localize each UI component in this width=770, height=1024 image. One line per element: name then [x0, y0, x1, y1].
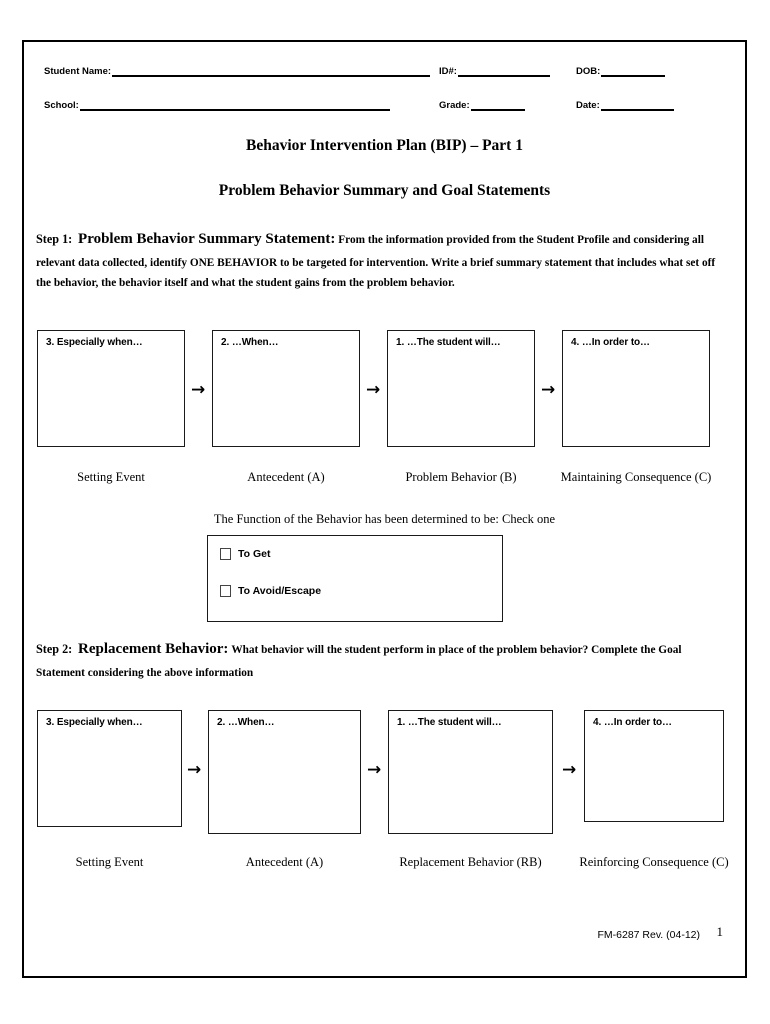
date-field[interactable]: Date:	[576, 98, 696, 111]
checkbox-label-to-get: To Get	[238, 548, 271, 560]
student-name-label: Student Name:	[44, 66, 112, 77]
page-subtitle: Problem Behavior Summary and Goal Statem…	[218, 182, 551, 199]
date-label: Date:	[576, 100, 600, 111]
arrow-right-icon: →	[367, 760, 382, 780]
checkbox-to-get[interactable]	[220, 548, 231, 560]
flow-box-prompt: 1. …The student will…	[396, 337, 501, 348]
step-2-paragraph: Step 2: Replacement Behavior: What behav…	[36, 636, 733, 683]
checkbox-to-avoid-escape[interactable]	[220, 585, 231, 597]
arrow-right-icon: →	[541, 380, 556, 400]
arrow-right-icon: →	[187, 760, 202, 780]
grade-input[interactable]	[470, 98, 525, 111]
step-2-heading: Replacement Behavior:	[78, 641, 229, 657]
page-number: 1	[716, 924, 724, 939]
step-1-paragraph: Step 1: Problem Behavior Summary Stateme…	[36, 226, 733, 294]
page-border: Student Name: ID#: DOB: School: Grade: D…	[22, 40, 747, 978]
flow-caption-maintaining-consequence: Maintaining Consequence (C)	[560, 470, 712, 484]
flow-caption-replacement-behavior: Replacement Behavior (RB)	[399, 855, 542, 869]
id-field[interactable]: ID#:	[439, 64, 569, 77]
flow-box-replacement-behavior[interactable]: 1. …The student will…	[388, 710, 553, 834]
flow-caption-problem-behavior: Problem Behavior (B)	[405, 470, 517, 484]
dob-label: DOB:	[576, 66, 601, 77]
date-input[interactable]	[600, 98, 674, 111]
step-1-body: From the information provided from the S…	[36, 234, 716, 290]
student-name-field[interactable]: Student Name:	[44, 64, 444, 77]
grade-label: Grade:	[439, 100, 470, 111]
school-field[interactable]: School:	[44, 98, 404, 111]
step-2-label: Step 2:	[36, 642, 73, 656]
header-row-1: Student Name: ID#: DOB:	[34, 64, 735, 84]
step-2-body: What behavior will the student perform i…	[36, 644, 682, 679]
page-title: Behavior Intervention Plan (BIP) – Part …	[246, 137, 523, 154]
flow-box-reinforcing-consequence[interactable]: 4. …In order to…	[584, 710, 724, 822]
header-row-2: School: Grade: Date:	[34, 98, 735, 118]
flow-box-prompt: 4. …In order to…	[593, 717, 672, 728]
step-1-heading: Problem Behavior Summary Statement:	[78, 231, 336, 247]
arrow-right-icon: →	[366, 380, 381, 400]
id-label: ID#:	[439, 66, 457, 77]
flow-box-prompt: 4. …In order to…	[571, 337, 650, 348]
flow-box-prompt: 1. …The student will…	[397, 717, 502, 728]
flow-caption-reinforcing-consequence: Reinforcing Consequence (C)	[579, 855, 729, 869]
checkbox-row-to-avoid-escape[interactable]: To Avoid/Escape	[220, 585, 321, 597]
flow-caption-antecedent-2: Antecedent (A)	[245, 855, 324, 869]
step-1-label: Step 1:	[36, 232, 73, 246]
flow-box-problem-behavior[interactable]: 1. …The student will…	[387, 330, 535, 447]
school-label: School:	[44, 100, 79, 111]
arrow-right-icon: →	[562, 760, 577, 780]
flow-caption-setting-event-2: Setting Event	[75, 855, 144, 869]
flow-box-prompt: 3. Especially when…	[46, 717, 143, 728]
flow-box-antecedent[interactable]: 2. …When…	[212, 330, 360, 447]
flow-box-maintaining-consequence[interactable]: 4. …In order to…	[562, 330, 710, 447]
flow-box-prompt: 3. Especially when…	[46, 337, 143, 348]
flow-caption-antecedent: Antecedent (A)	[247, 470, 325, 484]
flow-box-antecedent-2[interactable]: 2. …When…	[208, 710, 361, 834]
form-number: FM-6287 Rev. (04-12)	[597, 929, 700, 941]
flow-box-setting-event-2[interactable]: 3. Especially when…	[37, 710, 182, 827]
grade-field[interactable]: Grade:	[439, 98, 559, 111]
checkbox-label-to-avoid-escape: To Avoid/Escape	[238, 585, 322, 597]
arrow-right-icon: →	[191, 380, 206, 400]
flow-caption-setting-event: Setting Event	[77, 470, 145, 484]
function-options-box: To Get To Avoid/Escape	[207, 535, 503, 622]
dob-field[interactable]: DOB:	[576, 64, 696, 77]
school-input[interactable]	[79, 98, 390, 111]
flow-box-prompt: 2. …When…	[221, 337, 279, 348]
student-name-input[interactable]	[112, 64, 431, 77]
flow-box-prompt: 2. …When…	[217, 717, 275, 728]
id-input[interactable]	[457, 64, 550, 77]
flow-box-setting-event[interactable]: 3. Especially when…	[37, 330, 185, 447]
checkbox-row-to-get[interactable]: To Get	[220, 548, 270, 560]
function-prompt: The Function of the Behavior has been de…	[213, 512, 556, 526]
dob-input[interactable]	[601, 64, 666, 77]
